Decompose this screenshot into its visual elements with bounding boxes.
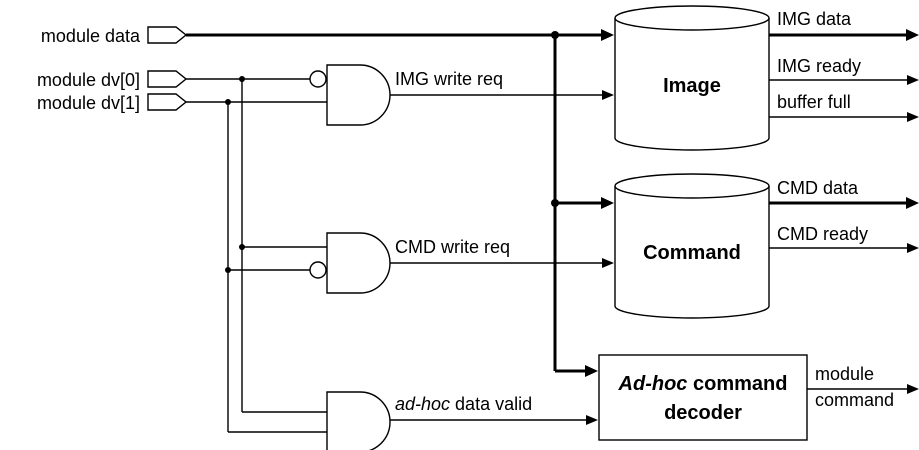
label-adhoc-italic: ad-hoc: [395, 394, 450, 414]
port-module-dv1: [147, 93, 188, 111]
image-outputs: [769, 29, 919, 122]
port-module-dv0: [147, 70, 188, 88]
label-module-command-line1: module: [815, 364, 874, 384]
command-buffer-label: Command: [643, 242, 741, 264]
decoder-label-italic: Ad-hoc: [618, 373, 688, 395]
decoder-label-rest: command: [687, 373, 787, 395]
dv0-wiring: [186, 76, 327, 413]
label-cmd-write-req: CMD write req: [395, 237, 510, 257]
and-gate-adhoc: [326, 391, 391, 450]
image-buffer: Image: [614, 5, 770, 151]
label-cmd-ready: CMD ready: [777, 224, 868, 244]
label-img-ready: IMG ready: [777, 56, 861, 76]
and-gate-img: [309, 64, 391, 126]
label-buffer-full: buffer full: [777, 92, 851, 112]
label-module-command-line2: command: [815, 390, 894, 410]
label-adhoc-data-valid: ad-hoc data valid: [395, 394, 532, 414]
adhoc-command-decoder: Ad-hoc command decoder: [598, 354, 808, 441]
decoder-output: [807, 384, 919, 394]
label-adhoc-rest: data valid: [450, 394, 532, 414]
label-module-dv0: module dv[0]: [37, 70, 140, 90]
dv1-wiring: [186, 99, 327, 433]
decoder-label-line1: Ad-hoc command: [618, 373, 788, 395]
inverter-bubble-dv0: [309, 70, 327, 88]
command-outputs: [769, 197, 919, 253]
data-bus: [186, 29, 614, 377]
and-gate-cmd: [309, 232, 391, 294]
label-module-dv1: module dv[1]: [37, 93, 140, 113]
image-buffer-label: Image: [663, 75, 721, 97]
label-img-data: IMG data: [777, 9, 852, 29]
label-img-write-req: IMG write req: [395, 69, 503, 89]
label-module-data: module data: [41, 26, 141, 46]
label-cmd-data: CMD data: [777, 178, 859, 198]
command-buffer: Command: [614, 173, 770, 319]
inverter-bubble-dv1: [309, 261, 327, 279]
decoder-label-line2: decoder: [664, 402, 742, 424]
port-module-data: [147, 26, 188, 44]
